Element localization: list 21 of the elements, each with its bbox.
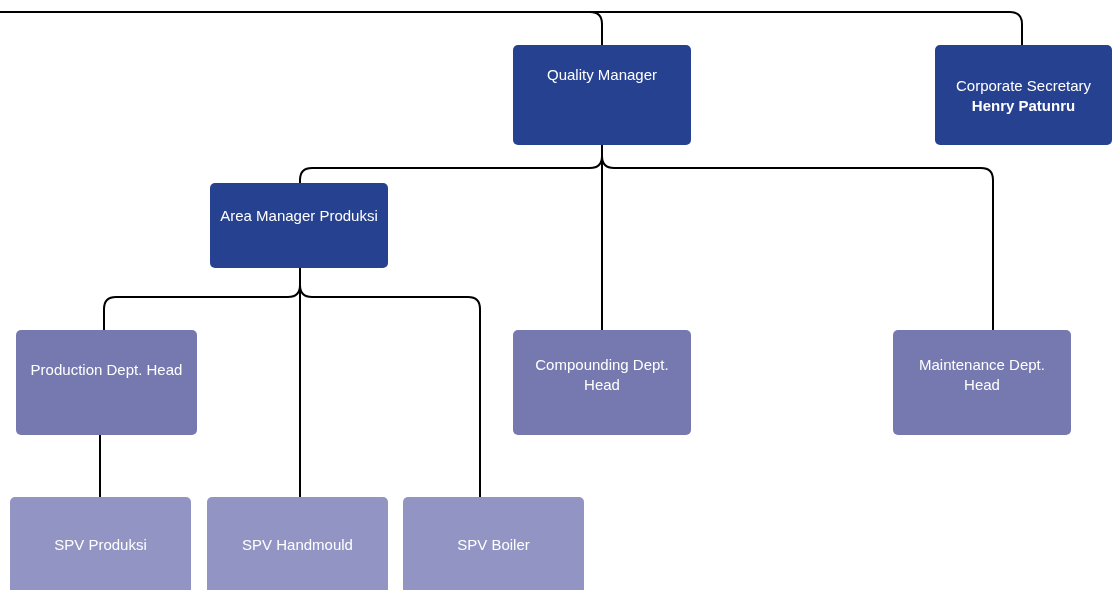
role-title: Compounding Dept. Head [534, 355, 670, 395]
role-title: Production Dept. Head [30, 360, 183, 380]
role-title: Quality Manager [546, 65, 658, 85]
org-box [10, 497, 191, 590]
person-name: Henry Patunru [971, 96, 1076, 116]
org-box [513, 330, 691, 435]
org-box [935, 45, 1112, 145]
org-box [210, 183, 388, 268]
role-title: SPV Produksi [54, 535, 147, 555]
connector-line [99, 434, 101, 498]
role-title: Corporate Secretary [955, 76, 1092, 96]
org-box [513, 45, 691, 145]
role-title: SPV Boiler [457, 535, 530, 555]
org-box [207, 497, 388, 590]
org-box [16, 330, 197, 435]
role-title: Maintenance Dept. Head [918, 355, 1046, 395]
org-box [893, 330, 1071, 435]
connector-line [0, 11, 1023, 46]
role-title: SPV Handmould [242, 535, 353, 555]
role-title: Area Manager Produksi [220, 206, 378, 226]
org-box [403, 497, 584, 590]
